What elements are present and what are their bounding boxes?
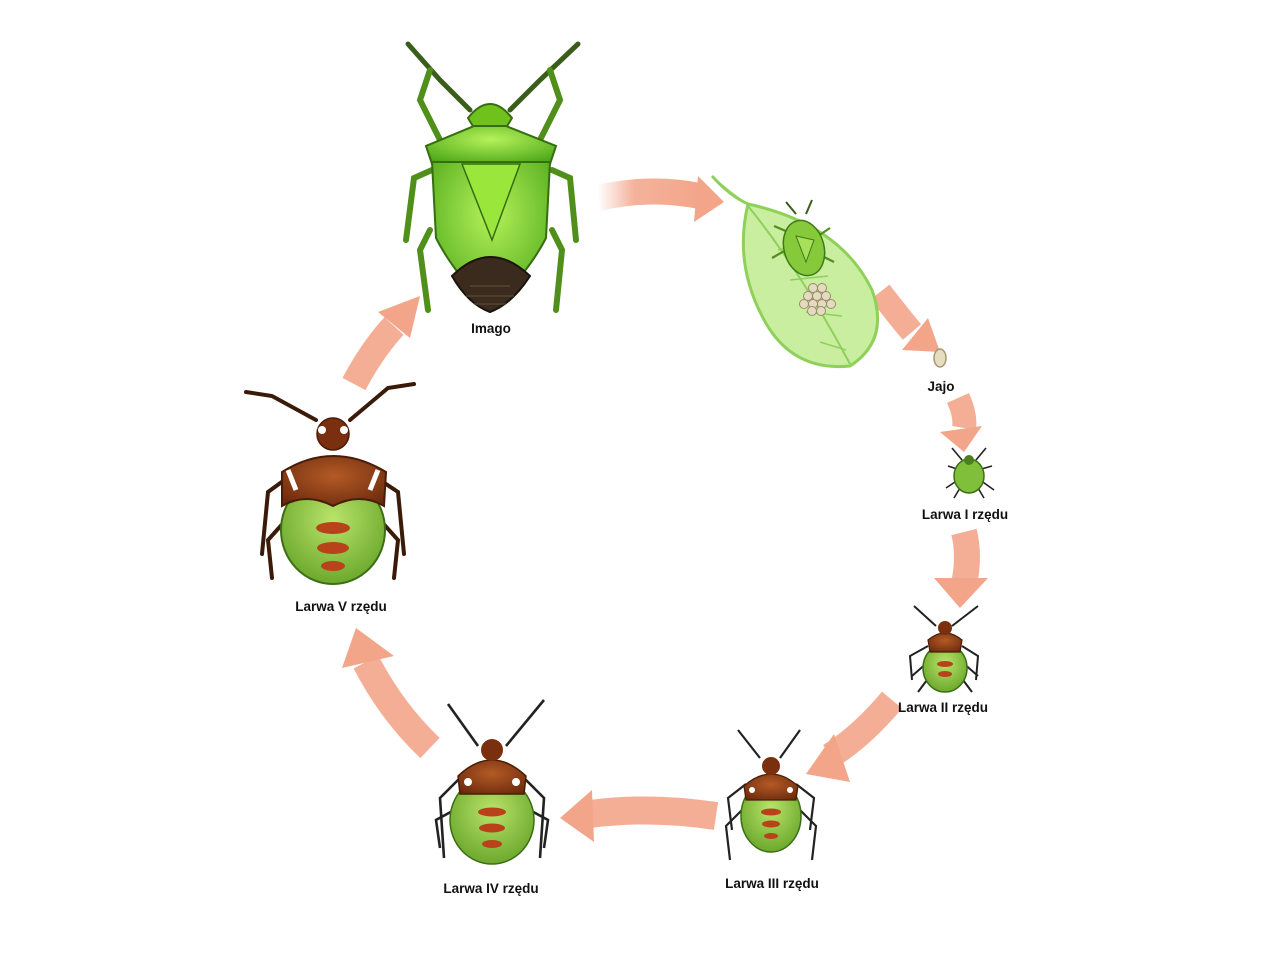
egg-illustration: [933, 348, 947, 368]
label-instar2: Larwa II rzędu: [898, 700, 988, 715]
instar4-illustration: [434, 699, 550, 865]
instar2-illustration: [908, 605, 980, 693]
leaf-with-eggs-illustration: [710, 174, 880, 369]
label-imago: Imago: [471, 321, 511, 336]
instar5-illustration: [244, 382, 416, 585]
arrow-leaf-to-egg: [870, 284, 940, 352]
arrow-imago-to-egg: [595, 176, 724, 222]
stage-labels: Imago Jajo Larwa I rzędu Larwa II rzędu …: [295, 321, 1008, 896]
label-instar4: Larwa IV rzędu: [443, 881, 538, 896]
label-instar3: Larwa III rzędu: [725, 876, 819, 891]
arrow-instar4-to-instar5: [342, 628, 440, 759]
arrow-egg-to-instar1: [940, 393, 982, 452]
arrow-instar5-to-imago: [342, 296, 420, 391]
leaf-adult-bug: [771, 199, 835, 277]
egg-cluster: [799, 283, 836, 316]
label-instar5: Larwa V rzędu: [295, 599, 387, 614]
label-egg: Jajo: [927, 379, 954, 394]
label-instar1: Larwa I rzędu: [922, 507, 1008, 522]
arrow-instar3-to-instar4: [560, 790, 719, 842]
instar3-illustration: [724, 729, 818, 861]
arrows: [342, 176, 988, 842]
instar1-illustration: [945, 447, 995, 499]
arrow-instar2-to-instar3: [806, 691, 902, 782]
arrow-instar1-to-instar2: [934, 528, 988, 608]
imago-bug-illustration: [403, 41, 581, 314]
